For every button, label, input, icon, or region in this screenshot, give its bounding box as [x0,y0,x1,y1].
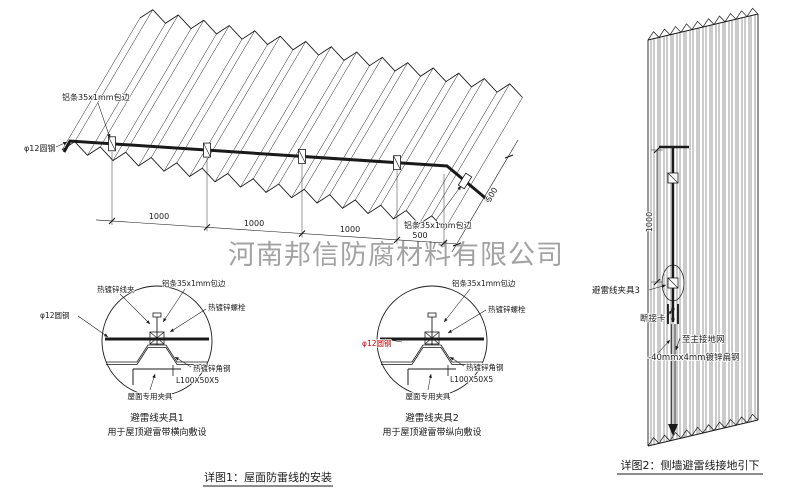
leader-line [449,356,465,367]
d2-subtitle: 用于屋顶避雷带纵向敷设 [382,426,481,438]
d1-title: 避雷线夹具1 [130,412,184,424]
leader-line [657,339,671,354]
leader-line [162,288,186,323]
wall-downlead [651,145,689,436]
leader-line [675,337,681,351]
leader-line [55,141,68,148]
label-alu-strip-right: 铝条35x1mm包边 [404,220,472,230]
figure2-caption: 详图2：侧墙避雷线接地引下 [621,458,760,472]
d1-label-roof-clamp: 屋面专用夹具 [128,391,173,401]
figure1-caption: 详图1：屋面防雷线的安装 [204,470,332,484]
wall-label-to-ground: 至主接地网 [682,334,725,345]
clamp-detail-1-drawing [101,285,213,397]
d2-label-roof-clamp: 屋面专用夹具 [406,391,451,401]
leader-line [447,309,487,334]
clamp-detail-2-drawing [376,285,488,397]
leader-line [427,373,432,391]
leader-line [149,373,156,391]
dim-500-a: 500 [412,231,427,240]
wall-label-flat-steel: -40mmx4mm镀锌扁钢 [648,352,739,363]
d2-label-angle-spec: L100X50X5 [450,375,493,384]
leader-line [435,185,462,221]
d1-label-round-steel: φ12圆钢 [40,310,70,320]
company-watermark: 河南邦信防腐材料有限公司 [228,240,564,271]
leader-line [383,338,403,343]
d2-label-angle-steel: 热镀锌角钢 [466,362,504,372]
wall-label-clamp3: 避雷线夹具3 [592,285,640,296]
dim-500-slope: 500 [484,186,500,204]
d2-label-round-steel: φ12圆钢 [362,338,392,348]
wall-corrugation [647,7,759,447]
leader-line [77,315,109,338]
leader-line [119,293,151,325]
label-alu-strip-top: 铝条35x1mm包边 [62,92,130,102]
d1-label-angle-steel: 热镀锌角钢 [193,363,231,373]
dim-1000-a: 1000 [149,212,169,221]
roof-dimensions [95,139,519,253]
leader-line [97,102,111,139]
d2-label-bolt: 热镀锌螺栓 [488,304,526,314]
leader-line [169,308,207,333]
d1-label-bolt: 热镀锌螺栓 [208,302,246,312]
d2-label-alu-strip: 铝条35x1mm包边 [452,278,516,288]
d1-label-wire-clip: 热镀锌线夹 [97,284,135,294]
d1-label-alu-strip: 铝条35x1mm包边 [162,278,226,288]
label-round-steel-roof: φ12圆钢 [24,143,55,153]
lightning-wire [62,136,490,203]
leader-line [666,309,673,318]
leader-line [443,288,471,323]
leader-line [174,356,192,368]
dim-1000-c: 1000 [340,225,360,234]
d1-subtitle: 用于屋顶避雷带横向敷设 [107,426,206,438]
d1-label-angle-spec: L100X50X5 [176,376,219,385]
d2-title: 避雷线夹具2 [405,412,459,424]
dim-1000-b: 1000 [244,219,264,228]
wall-dim-1000: 1000 [645,212,654,232]
wall-label-disconnect: 断接卡 [640,313,666,324]
leader-line [648,284,667,291]
roof-isometric [61,9,523,230]
